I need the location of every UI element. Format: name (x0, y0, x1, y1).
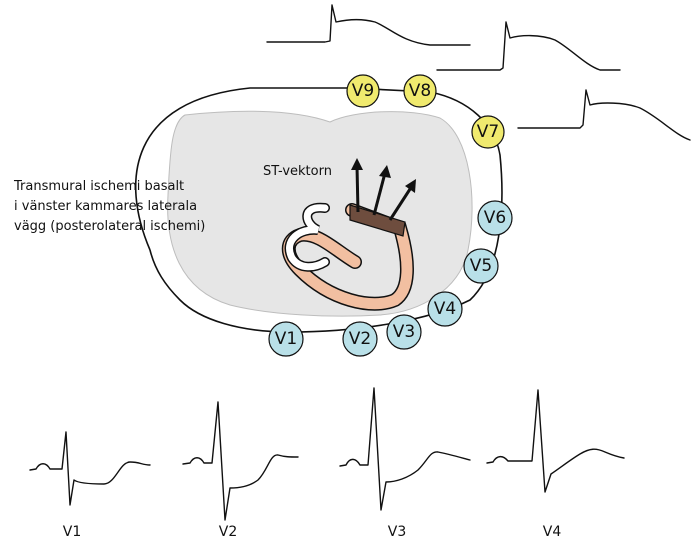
lead-v3: V3 (386, 314, 422, 350)
ecg-trace-v1-bottom (29, 431, 151, 506)
ecg-trace-v9 (266, 4, 471, 46)
lead-v2-label: V2 (349, 329, 371, 349)
myocardium-fill (283, 204, 413, 310)
lead-v5: V5 (463, 248, 499, 284)
bottom-label-v2: V2 (219, 524, 237, 540)
lead-v5-label: V5 (470, 256, 492, 276)
caption-line-3: vägg (posterolateral ischemi) (14, 219, 205, 234)
lead-v6-circle (477, 200, 513, 236)
caption-line-1: Transmural ischemi basalt (13, 179, 184, 194)
ecg-trace-v2-bottom (182, 401, 299, 521)
lead-v8-label: V8 (409, 81, 431, 101)
lead-v4: V4 (427, 291, 463, 327)
lead-v4-label: V4 (434, 299, 456, 319)
ecg-trace-v4-bottom (486, 389, 625, 493)
lead-v9-label: V9 (352, 81, 374, 101)
lead-v2-circle (342, 321, 378, 357)
lead-v1: V1 (268, 321, 304, 357)
bottom-label-v1: V1 (63, 524, 81, 540)
lead-v9-circle (346, 74, 380, 108)
lead-v3-circle (386, 314, 422, 350)
lead-v3-label: V3 (393, 322, 415, 342)
lead-v7: V7 (471, 115, 505, 149)
lead-v1-label: V1 (275, 329, 297, 349)
caption-line-2: i vänster kammares laterala (14, 199, 197, 214)
right-ventricle-inner (286, 204, 329, 271)
lead-v6: V6 (477, 200, 513, 236)
lead-v8-circle (403, 74, 437, 108)
lead-v7-circle (471, 115, 505, 149)
st-vector-label: ST-vektorn (263, 164, 332, 179)
st-vector-arrows (351, 158, 416, 221)
lead-v5-circle (463, 248, 499, 284)
heart (281, 202, 414, 311)
ecg-trace-v3-bottom (339, 387, 471, 511)
bottom-label-v4: V4 (543, 524, 562, 540)
ecg-trace-v8 (436, 21, 621, 71)
lead-v4-circle (427, 291, 463, 327)
lead-v8: V8 (403, 74, 437, 108)
lead-v7-label: V7 (477, 122, 499, 142)
lead-v2: V2 (342, 321, 378, 357)
ecg-trace-v7 (517, 89, 691, 141)
ischemic-zone (349, 204, 406, 237)
lead-v1-circle (268, 321, 304, 357)
lead-v6-label: V6 (484, 208, 506, 228)
lead-v9: V9 (346, 74, 380, 108)
bottom-label-v3: V3 (388, 524, 406, 540)
